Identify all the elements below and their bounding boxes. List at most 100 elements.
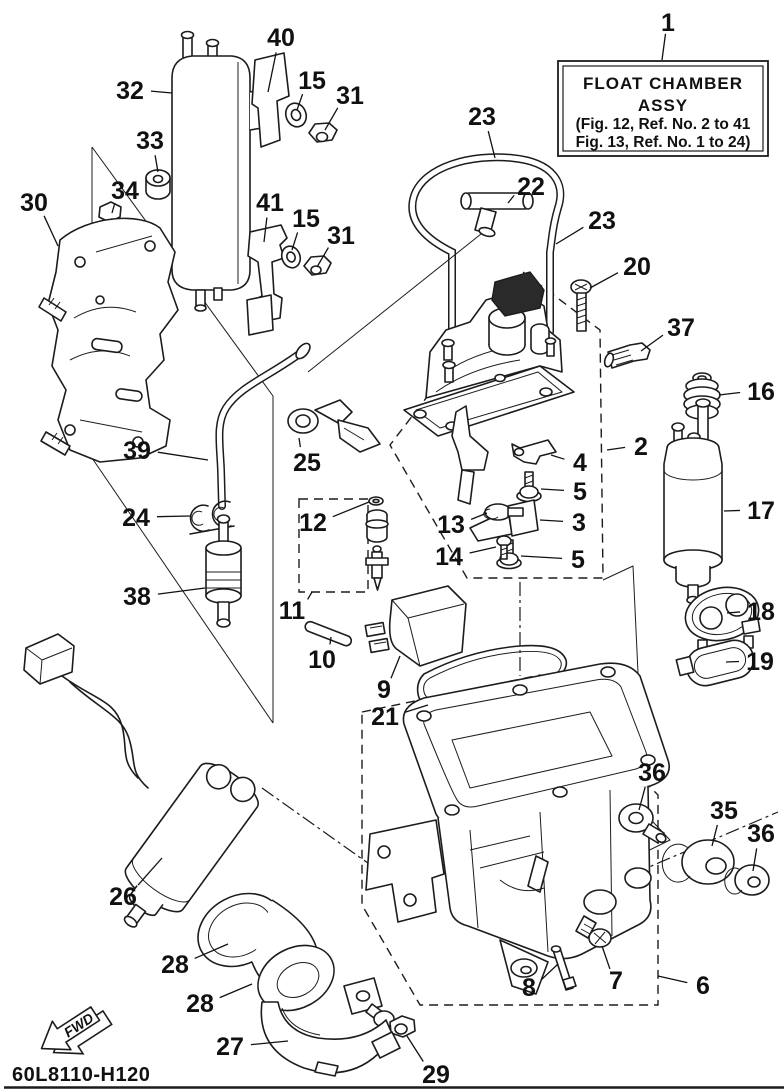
- callout-leader-25: [298, 437, 302, 448]
- part-15-washer: [284, 102, 308, 128]
- callout-leader-20: [589, 272, 619, 289]
- callout-40: 40: [267, 24, 295, 52]
- callout-leader-39: [157, 451, 209, 461]
- callout-leader-6: [657, 975, 688, 984]
- callout-leader-28: [194, 943, 229, 960]
- part-9-holder: [364, 585, 467, 667]
- part-29-bolt: [343, 977, 416, 1038]
- callout-34: 34: [111, 177, 139, 205]
- needle-valve-dashed-box: [298, 498, 369, 593]
- callout-3: 3: [572, 509, 586, 537]
- fwd-arrow-icon: FWD: [40, 1006, 113, 1055]
- callout-24: 24: [122, 504, 150, 532]
- title-line-4: Fig. 13, Ref. No. 1 to 24): [576, 134, 751, 151]
- callout-leader-28: [219, 983, 253, 999]
- callout-26: 26: [109, 883, 137, 911]
- callout-leader-14: [469, 546, 497, 554]
- part-41-bracket: [246, 224, 288, 336]
- callout-leader-30: [43, 215, 59, 247]
- callout-36: 36: [638, 759, 666, 787]
- part-18-filter: [684, 586, 761, 658]
- callout-leader-19: [725, 660, 740, 663]
- part-19-holder: [675, 639, 755, 687]
- callout-leader-31: [316, 247, 329, 268]
- callout-8: 8: [522, 974, 536, 1002]
- callout-36: 36: [747, 820, 775, 848]
- part-36-grommet-2: [724, 864, 770, 896]
- part-float-chamber-body: [365, 662, 670, 995]
- callout-leader-5: [540, 488, 565, 492]
- callout-39: 39: [123, 437, 151, 465]
- callout-leader-23: [487, 130, 496, 159]
- callout-leader-36: [752, 848, 758, 872]
- callout-leader-8: [541, 963, 559, 981]
- callout-leader-13: [470, 512, 488, 521]
- callout-33: 33: [136, 127, 164, 155]
- part-40-bracket: [251, 52, 290, 148]
- part-17-fuel-pump: [663, 398, 723, 605]
- callout-41: 41: [256, 189, 284, 217]
- callout-4: 4: [573, 449, 587, 477]
- part-2-upper-assembly: [403, 271, 575, 505]
- callout-leader-22: [507, 194, 515, 204]
- callout-leader-37: [640, 334, 664, 352]
- callout-6: 6: [696, 972, 710, 1000]
- callout-19: 19: [746, 648, 774, 676]
- callout-17: 17: [747, 497, 775, 525]
- callout-leader-5: [520, 555, 563, 560]
- title-line-1: FLOAT CHAMBER: [583, 74, 743, 93]
- part-31-nut: [308, 122, 338, 143]
- callout-leader-11: [307, 591, 313, 600]
- callout-1: 1: [661, 9, 675, 37]
- part-4-float-arm: [511, 439, 557, 465]
- callout-leader-40: [267, 52, 277, 93]
- callout-14: 14: [435, 543, 463, 571]
- part-35-grommet: [661, 839, 735, 885]
- callout-15: 15: [298, 67, 326, 95]
- callout-leader-2: [606, 446, 626, 451]
- callout-leader-7: [601, 945, 611, 970]
- callout-28: 28: [161, 951, 189, 979]
- callout-22: 22: [517, 173, 545, 201]
- callout-16: 16: [747, 378, 775, 406]
- title-line-2: ASSY: [638, 96, 688, 115]
- part-25-clamp: [287, 399, 381, 453]
- callout-23: 23: [468, 103, 496, 131]
- part-13-clip: [483, 503, 524, 521]
- callout-leader-41: [263, 217, 268, 243]
- callout-leader-35: [711, 824, 718, 847]
- callout-leader-32: [150, 90, 173, 94]
- part-8-pin: [550, 945, 577, 991]
- callout-leader-18: [726, 611, 741, 614]
- callout-leader-17: [723, 509, 741, 512]
- part-27-cap: [260, 1001, 401, 1077]
- callout-leader-23: [555, 226, 584, 245]
- callout-27: 27: [216, 1033, 244, 1061]
- callout-25: 25: [293, 449, 321, 477]
- callout-leader-38: [157, 587, 206, 595]
- callout-leader-31: [324, 107, 339, 131]
- title-box: FLOAT CHAMBER ASSY (Fig. 12, Ref. No. 2 …: [557, 60, 769, 157]
- upper-assembly-dashed-box: [389, 271, 604, 579]
- callout-leader-4: [550, 454, 565, 460]
- callout-leader-24: [156, 515, 191, 518]
- title-line-3: (Fig. 12, Ref. No. 2 to 41: [576, 116, 751, 133]
- callout-leader-29: [406, 1035, 424, 1062]
- callout-9: 9: [377, 676, 391, 704]
- callout-28: 28: [186, 990, 214, 1018]
- callout-5: 5: [573, 478, 587, 506]
- callout-12: 12: [299, 509, 327, 537]
- part-38-filter: [205, 514, 242, 628]
- callout-11: 11: [279, 597, 306, 625]
- callout-leader-15: [291, 232, 299, 251]
- callout-leader-26: [137, 857, 163, 886]
- callout-leader-21: [405, 704, 429, 713]
- callout-13: 13: [437, 511, 465, 539]
- part-12-needle-valve: [365, 496, 389, 591]
- part-20-bolt: [570, 279, 592, 332]
- part-15-washer-2: [280, 245, 302, 269]
- callout-leader-34: [111, 203, 116, 214]
